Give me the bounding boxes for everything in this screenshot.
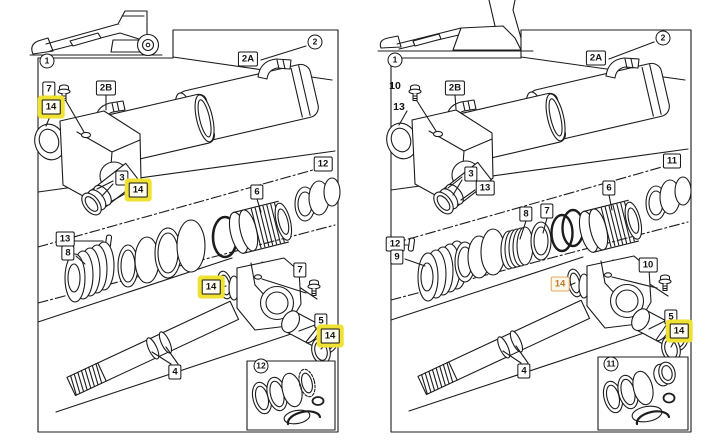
piston-rod [417,299,591,396]
callout-8: 8 [61,245,75,261]
callout-2B: 2B [444,80,466,96]
seal-rings [454,208,585,283]
diagram-art-right [377,0,692,433]
gland-bushing [228,200,293,254]
callout-11: 11 [662,153,682,169]
callout-14-highlighted[interactable]: 14 [669,323,689,339]
callout-14-highlighted[interactable]: 14 [320,328,340,344]
cylinder-barrel [441,57,670,166]
callout-7: 7 [293,262,307,278]
panel-border [390,29,692,433]
callout-6: 6 [602,180,616,196]
hose-elbow-2A [605,57,640,79]
leader-lines [45,45,328,365]
callout-2A: 2A [585,50,607,66]
rod-end-casting [567,255,652,329]
callout-3: 3 [464,166,478,182]
screw-bolt-bottom [658,274,672,292]
callout-3: 3 [115,170,129,186]
callout-1: 1 [387,52,403,68]
callout-7: 7 [540,203,554,219]
callout-9: 9 [390,249,404,265]
callout-5: 5 [314,313,328,329]
piston-pin [407,237,416,252]
screw-bolt-top [57,84,71,102]
callout-10: 10 [389,79,401,92]
callout-1: 1 [39,53,55,69]
machine-thumbnail [29,10,163,57]
wear-rings [645,176,692,221]
seal-rings [117,215,239,288]
callout-2: 2 [307,34,323,50]
pivot-bushing [631,308,689,363]
callout-7: 7 [42,81,56,97]
callout-11: 11 [603,356,619,372]
panel-border [37,29,339,433]
hose-elbow-2A [257,58,292,80]
callout-14-highlighted[interactable]: 14 [41,99,61,115]
piston-rod [66,300,240,397]
callout-14-highlighted[interactable]: 14 [201,279,221,295]
callout-12: 12 [313,156,333,172]
callout-4: 4 [517,363,531,379]
callout-8: 8 [519,206,533,222]
callout-12: 12 [253,358,269,374]
gland-bushing [578,199,643,253]
screw-bolt-top [408,84,422,102]
diagram-art-left [29,10,341,433]
callout-13: 13 [393,100,405,113]
callout-6: 6 [250,184,264,200]
callout-2A: 2A [237,51,259,67]
callout-4: 4 [168,364,182,380]
callout-14-highlighted[interactable]: 14 [550,276,570,292]
callout-14-highlighted[interactable]: 14 [128,182,148,198]
callout-5: 5 [664,309,678,325]
piston [64,241,115,303]
callout-10: 10 [638,257,658,273]
callout-13: 13 [55,231,75,247]
rod-end-casting [217,257,302,331]
wear-rings [294,177,341,222]
callout-2: 2 [655,30,671,46]
callout-2B: 2B [95,80,117,96]
seal-kit-inset [246,360,336,431]
screw-bolt-bottom [307,279,321,297]
callout-13: 13 [475,180,495,196]
leader-lines [398,41,677,364]
machine-thumbnail [377,0,534,52]
